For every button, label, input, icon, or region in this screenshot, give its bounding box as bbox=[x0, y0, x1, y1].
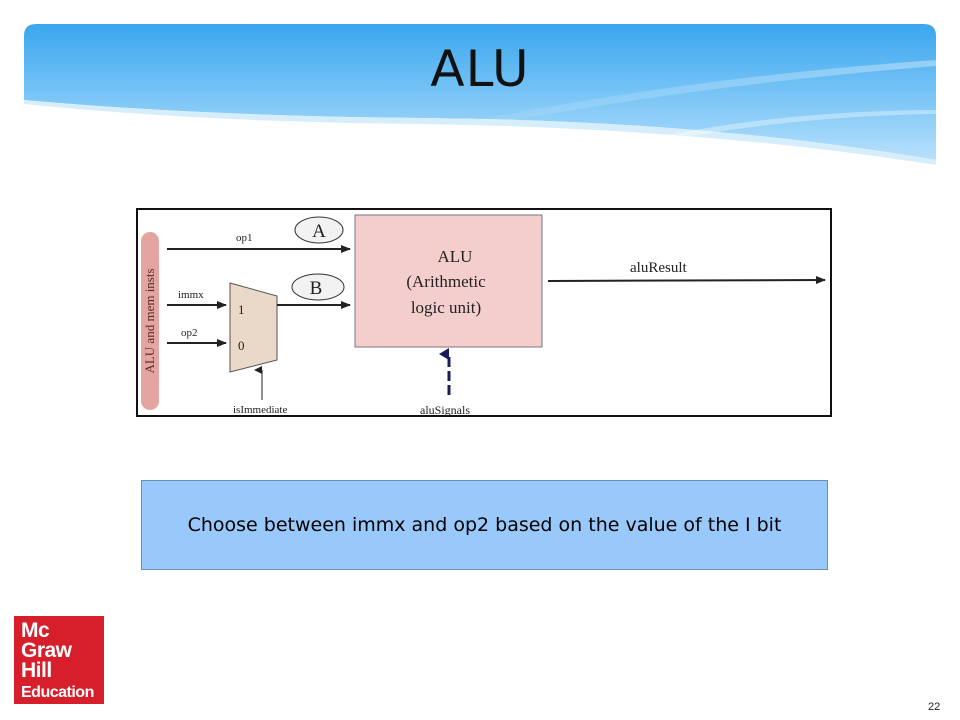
page-number: 22 bbox=[928, 701, 941, 713]
slide-title: ALU bbox=[430, 40, 530, 98]
logo-line-2: Graw bbox=[21, 639, 72, 662]
callout-text: Choose between immx and op2 based on the… bbox=[187, 514, 782, 536]
multiplexer bbox=[229, 282, 278, 373]
alu-label-line2: (Arithmetic bbox=[406, 272, 486, 291]
logo-line-1: Mc bbox=[21, 619, 50, 642]
mux-input-1-label: 1 bbox=[238, 302, 245, 317]
port-a-oval bbox=[294, 216, 344, 244]
header-banner bbox=[24, 24, 936, 165]
alu-result-label: aluResult bbox=[630, 260, 687, 276]
mux-input-0-label: 0 bbox=[238, 338, 245, 353]
side-label-text: ALU and mem insts bbox=[142, 268, 157, 373]
alu-label-line3: logic unit) bbox=[411, 298, 481, 317]
mcgraw-hill-logo: Mc Graw Hill Education bbox=[14, 616, 104, 704]
immx-label: immx bbox=[178, 289, 204, 301]
port-b-label: B bbox=[310, 278, 323, 299]
alu-box bbox=[354, 214, 543, 348]
side-label-pill bbox=[141, 232, 159, 410]
is-immediate-label: isImmediate bbox=[233, 404, 287, 416]
logo-line-4: Education bbox=[21, 684, 94, 701]
logo-line-3: Hill bbox=[21, 659, 52, 682]
port-b-oval bbox=[291, 273, 345, 301]
alu-signals-label: aluSignals bbox=[420, 403, 470, 417]
callout-box: Choose between immx and op2 based on the… bbox=[141, 480, 828, 570]
port-a-label: A bbox=[312, 221, 326, 242]
op1-label: op1 bbox=[236, 232, 253, 244]
alu-label-line1: ALU bbox=[438, 247, 473, 266]
op2-label: op2 bbox=[181, 327, 198, 339]
alu-result-wire bbox=[547, 276, 826, 285]
